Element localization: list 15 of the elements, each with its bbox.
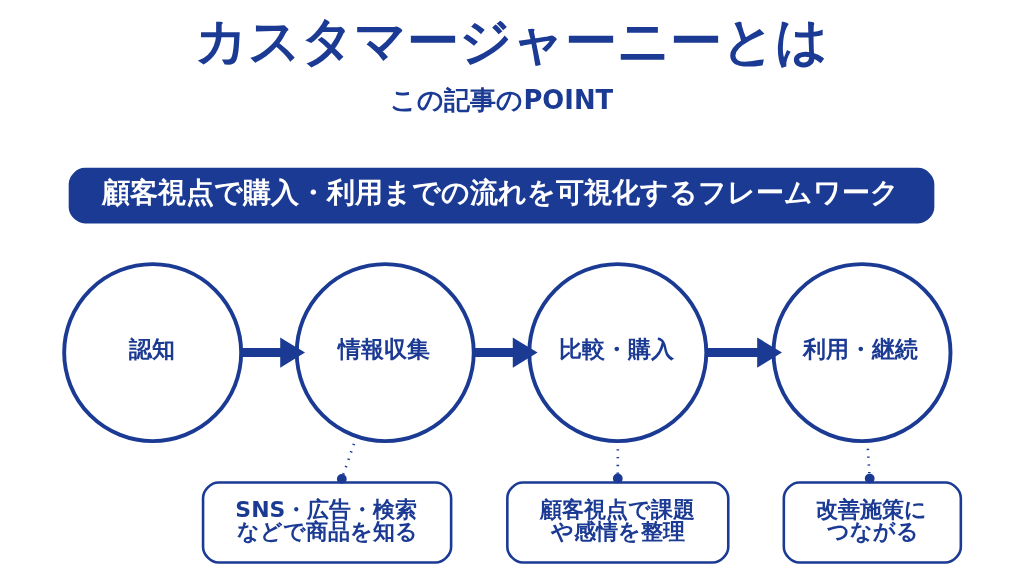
arrow [473,337,538,368]
diagram-title: カスタマージャーニーとは [194,10,828,71]
node-box: 改善施策につながる [782,481,962,564]
node-circle: 比較・購入 [526,262,708,444]
connector [336,436,358,484]
node-circle: 認知 [61,262,243,444]
node-circle: 利用・継続 [771,262,952,444]
connector [864,440,875,484]
arrow [240,337,305,368]
label: この記事のPOINT [389,85,613,116]
node-box: 顧客視点で課題や感情を整理 [505,481,730,564]
node-box: 顧客視点で購入・利用までの流れを可視化するフレームワーク [68,167,934,224]
node-box: SNS・広告・検索などで商品を知る [201,481,452,564]
node-circle: 情報収集 [294,262,476,444]
arrow [706,337,782,368]
